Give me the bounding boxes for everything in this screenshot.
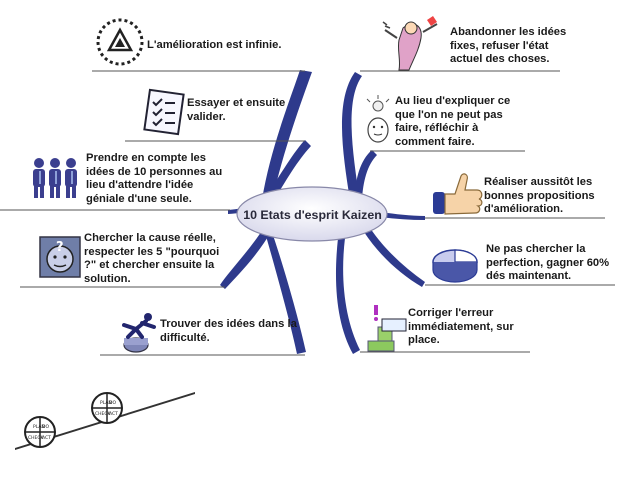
thumbs-up-icon xyxy=(433,173,483,215)
pdca-lower-label-1: PLAN xyxy=(33,424,45,430)
branch-cause xyxy=(220,226,272,289)
pdca-lower-label-4: ACT xyxy=(42,435,51,441)
branch-essayer xyxy=(264,140,311,204)
pie-chart-icon xyxy=(432,249,478,283)
node-amelioration: L'amélioration est infinie. xyxy=(147,39,282,51)
pdca-upper-label-3: CHECK xyxy=(95,411,112,417)
pdca-wheel-upper: PLAN DO CHECK ACT xyxy=(91,392,123,424)
node-cause: Chercher la cause réelle, respecter les … xyxy=(84,232,220,285)
branches-left xyxy=(220,70,312,354)
branch-realiser xyxy=(380,212,425,220)
kaizen-triangle-icon xyxy=(96,18,144,66)
exclamation-sign-icon xyxy=(367,305,407,352)
node-personnes: Prendre en compte les idées de 10 person… xyxy=(86,152,223,205)
branch-corriger xyxy=(335,238,360,354)
pdca-wheel-on-slope-icon: PLAN DO CHECK ACT PLAN DO CHECK ACT xyxy=(15,392,195,450)
branch-amelioration xyxy=(262,70,312,202)
hurdle-jumper-icon xyxy=(122,313,156,353)
node-realiser: Réaliser aussitôt les bonnes proposition… xyxy=(484,176,595,216)
node-perfection: Ne pas chercher la perfection, gagner 60… xyxy=(486,243,610,283)
pdca-wheel-lower: PLAN DO CHECK ACT xyxy=(24,416,56,448)
branch-expliquer xyxy=(355,150,377,200)
branch-difficulte xyxy=(266,232,306,354)
lightbulb-thinker-icon xyxy=(366,95,390,143)
people-group-icon xyxy=(33,158,77,198)
node-abandonner: Abandonner les idées fixes, refuser l'ét… xyxy=(450,26,567,66)
node-difficulte: Trouver des idées dans la difficulté. xyxy=(160,318,297,344)
question-face-icon: ? xyxy=(39,236,81,278)
pdca-upper-label-1: PLAN xyxy=(100,400,112,406)
branch-perfection xyxy=(364,228,425,287)
node-underlines xyxy=(0,70,615,356)
branches-right xyxy=(335,72,425,354)
pdca-lower-label-3: CHECK xyxy=(28,435,45,441)
node-essayer: Essayer et ensuite valider. xyxy=(187,97,286,123)
pdca-upper-label-2: DO xyxy=(109,400,116,406)
svg-text:?: ? xyxy=(56,240,64,255)
pdca-lower-label-2: DO xyxy=(42,424,49,430)
breaking-chains-icon xyxy=(382,16,438,71)
node-expliquer: Au lieu d'expliquer ce que l'on ne peut … xyxy=(395,95,511,148)
checklist-icon xyxy=(143,88,185,136)
center-node-ellipse xyxy=(236,186,388,242)
center-node-title: 10 Etats d'esprit Kaizen xyxy=(243,207,382,222)
pdca-upper-label-4: ACT xyxy=(109,411,118,417)
branch-abandonner xyxy=(341,72,362,202)
node-corriger: Corriger l'erreur immédiatement, sur pla… xyxy=(408,307,514,347)
